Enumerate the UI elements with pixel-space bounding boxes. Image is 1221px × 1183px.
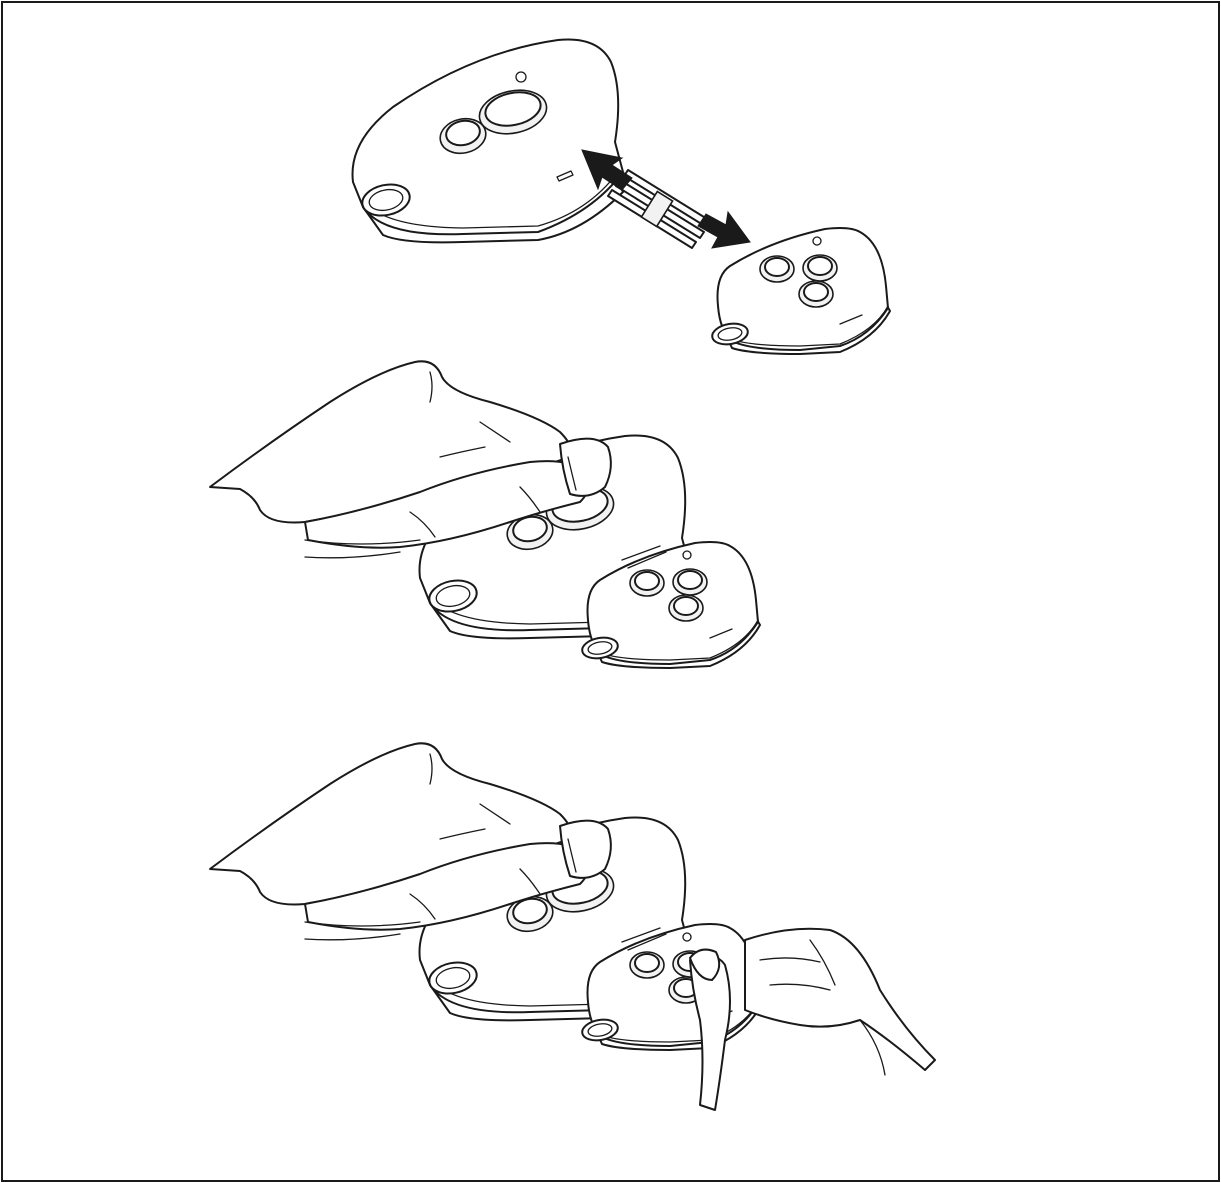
arrow-icon — [698, 212, 750, 248]
step-2-illustration — [210, 361, 760, 668]
step-1-illustration — [353, 39, 891, 354]
remote-control-2-button-icon — [353, 39, 624, 242]
step-3-illustration — [210, 743, 935, 1110]
remote-control-3-button-icon — [711, 228, 890, 354]
